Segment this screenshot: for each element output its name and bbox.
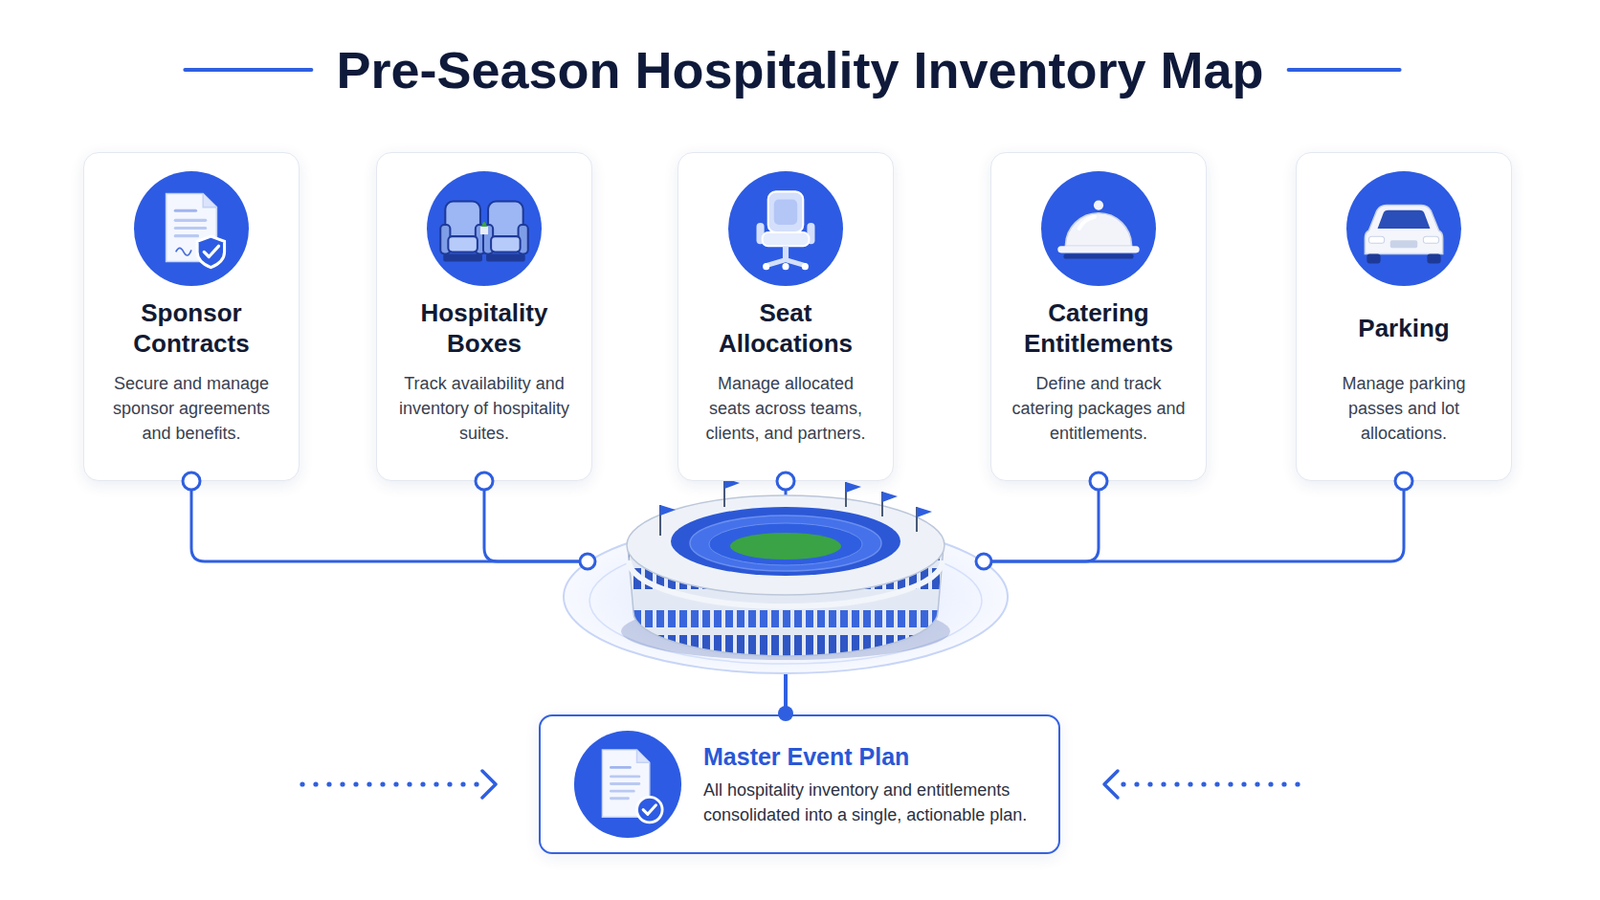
stadium-field <box>730 533 842 560</box>
junction-dot <box>579 554 596 570</box>
node-description: All hospitality inventory and entitlemen… <box>703 777 1042 828</box>
contract-icon <box>133 170 250 288</box>
junction-dot <box>475 472 493 490</box>
stadium-bowl <box>670 507 901 577</box>
car-icon <box>1345 170 1463 288</box>
junction-dot <box>976 554 992 570</box>
stadium-roof <box>626 495 945 596</box>
cloche-icon <box>1040 170 1157 288</box>
category-card: Hospitality BoxesTrack availability and … <box>376 152 593 482</box>
suite-icon <box>425 170 543 288</box>
stadium-seats <box>689 515 882 572</box>
node-heading: Parking <box>1319 296 1489 360</box>
category-card: Seat AllocationsManage allocated seats a… <box>677 152 894 482</box>
node-description: Manage parking passes and lot allocation… <box>1316 371 1491 446</box>
node-description: Secure and manage sponsor agreements and… <box>104 371 279 446</box>
dotted-arrow <box>1104 771 1301 799</box>
title-rule <box>1288 67 1400 72</box>
category-card: Catering EntitlementsDefine and track ca… <box>990 152 1207 482</box>
junction-dot <box>777 472 795 490</box>
junction-dot <box>777 706 794 722</box>
junction-dot <box>1395 472 1413 490</box>
category-card: Sponsor ContractsSecure and manage spons… <box>83 152 300 482</box>
node-heading: Master Event Plan <box>703 741 1042 773</box>
junction-dot <box>182 472 200 490</box>
node-heading: Hospitality Boxes <box>400 296 569 360</box>
category-card: ParkingManage parking passes and lot all… <box>1295 152 1512 482</box>
plan-box: Master Event PlanAll hospitality invento… <box>538 714 1061 855</box>
node-heading: Sponsor Contracts <box>107 296 276 360</box>
node-heading: Catering Entitlements <box>1014 296 1183 360</box>
node-heading: Seat Allocations <box>701 296 870 360</box>
dotted-arrow <box>299 771 496 799</box>
text-column: Master Event PlanAll hospitality invento… <box>703 741 1042 828</box>
node-description: Manage allocated seats across teams, cli… <box>698 371 873 446</box>
title-rule <box>184 67 312 72</box>
stadium-seats <box>709 523 863 566</box>
plan-icon <box>573 730 683 840</box>
seat-icon <box>727 170 845 288</box>
diagram-title: Pre-Season Hospitality Inventory Map <box>335 41 1264 99</box>
node-description: Define and track catering packages and e… <box>1011 371 1186 446</box>
title-block: Pre-Season Hospitality Inventory Map <box>0 38 1600 102</box>
stadium-flags <box>660 478 933 536</box>
junction-dot <box>1089 472 1108 490</box>
node-description: Track availability and inventory of hosp… <box>397 371 572 446</box>
